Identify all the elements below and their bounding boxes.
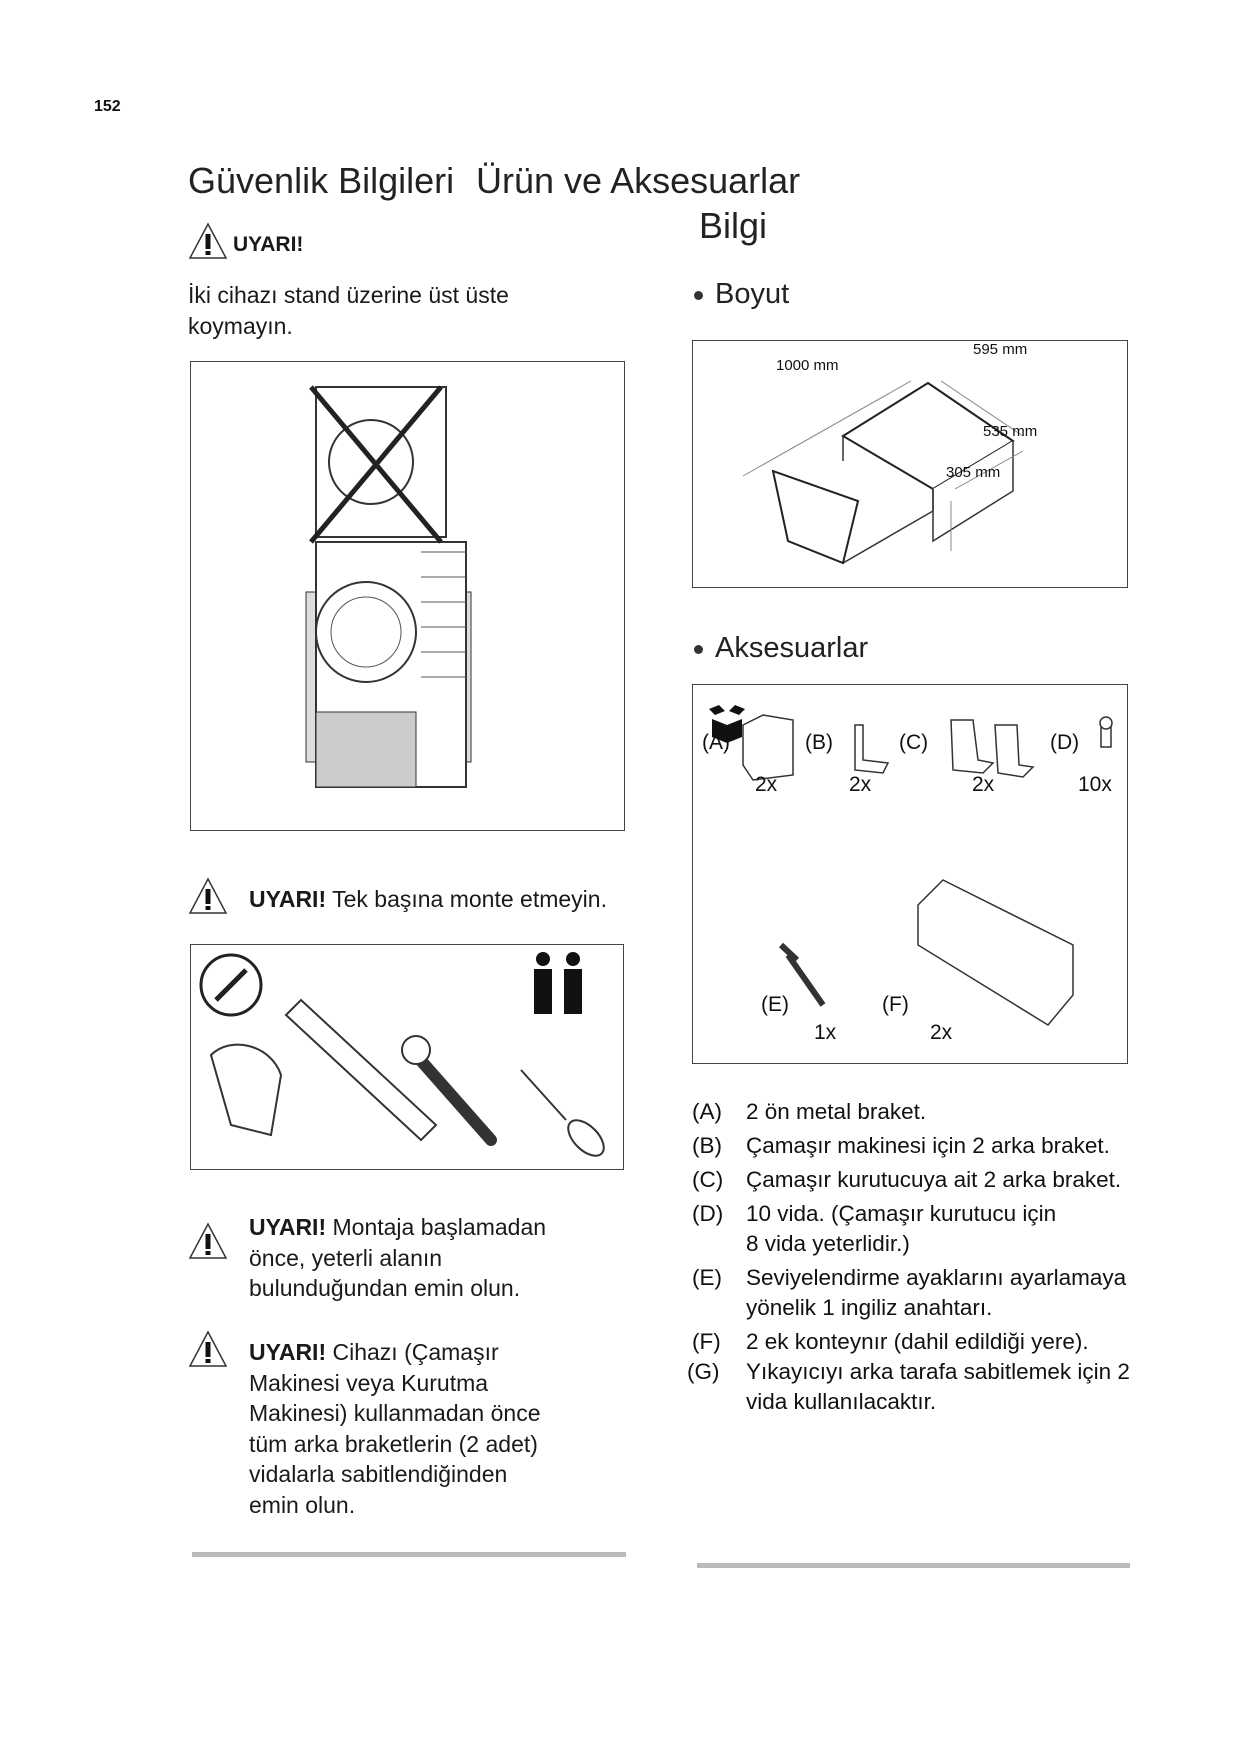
part-qty: 2x <box>930 1021 953 1044</box>
accessories-heading: Aksesuarlar <box>694 632 868 665</box>
size-heading: Boyut <box>694 278 789 311</box>
list-item: (G)Yıkayıcıyı arka tarafa sabitlemek içi… <box>687 1359 1130 1414</box>
section-title-safety: Güvenlik Bilgileri <box>188 160 455 201</box>
dimension-height: 305 mm <box>946 464 1001 481</box>
list-item: (F)2 ek konteynır (dahil edildiği yere). <box>692 1329 1089 1354</box>
list-item: (B)Çamaşır makinesi için 2 arka braket. <box>692 1133 1110 1158</box>
part-qty: 10x <box>1078 773 1112 796</box>
part-qty: 2x <box>849 773 872 796</box>
warning-icon <box>188 222 228 259</box>
part-label: (B) <box>805 731 833 754</box>
divider <box>192 1552 626 1557</box>
part-qty: 2x <box>755 773 778 796</box>
warning-icon <box>188 1330 228 1367</box>
accessory-parts-drawings <box>742 714 1113 1026</box>
section-title-product: Ürün ve Aksesuarlar <box>476 160 801 201</box>
dimension-depth: 535 mm <box>983 423 1038 440</box>
part-label: (D) <box>1050 731 1080 754</box>
accessories-list: (A)2 ön metal braket. (B)Çamaşır makines… <box>687 1097 1192 1417</box>
part-qty: 2x <box>972 773 995 796</box>
accessories-diagram: (A) 2x (B) 2x (C) 2x (D) 10x (E) 1x (F) … <box>692 684 1128 1064</box>
list-item: (A)2 ön metal braket. <box>692 1099 927 1124</box>
part-label: (C) <box>899 731 929 754</box>
section-title-product-line2: Bilgi <box>699 205 768 246</box>
dimension-width-label: 595 mm <box>973 341 1028 358</box>
warning-label: UYARI! <box>233 233 304 256</box>
part-qty: 1x <box>814 1021 837 1044</box>
box-icon <box>709 705 745 743</box>
list-item: (C)Çamaşır kurutucuya ait 2 arka braket. <box>692 1167 1122 1192</box>
pedestal-dimensions-diagram: 1000 mm 595 mm 535 mm 305 mm <box>692 340 1128 588</box>
warning-icon <box>188 1222 228 1259</box>
page-number: 152 <box>94 98 121 115</box>
part-label: (A) <box>702 731 730 754</box>
part-label: (F) <box>882 993 909 1016</box>
warning-icon <box>188 877 228 914</box>
warning-text: UYARI! Tek başına monte etmeyin. <box>249 886 607 912</box>
stacked-appliances-illustration <box>190 361 625 831</box>
dimension-length: 1000 mm <box>776 357 839 374</box>
part-label: (E) <box>761 993 789 1016</box>
required-tools-illustration <box>190 944 624 1170</box>
divider <box>697 1563 1130 1568</box>
